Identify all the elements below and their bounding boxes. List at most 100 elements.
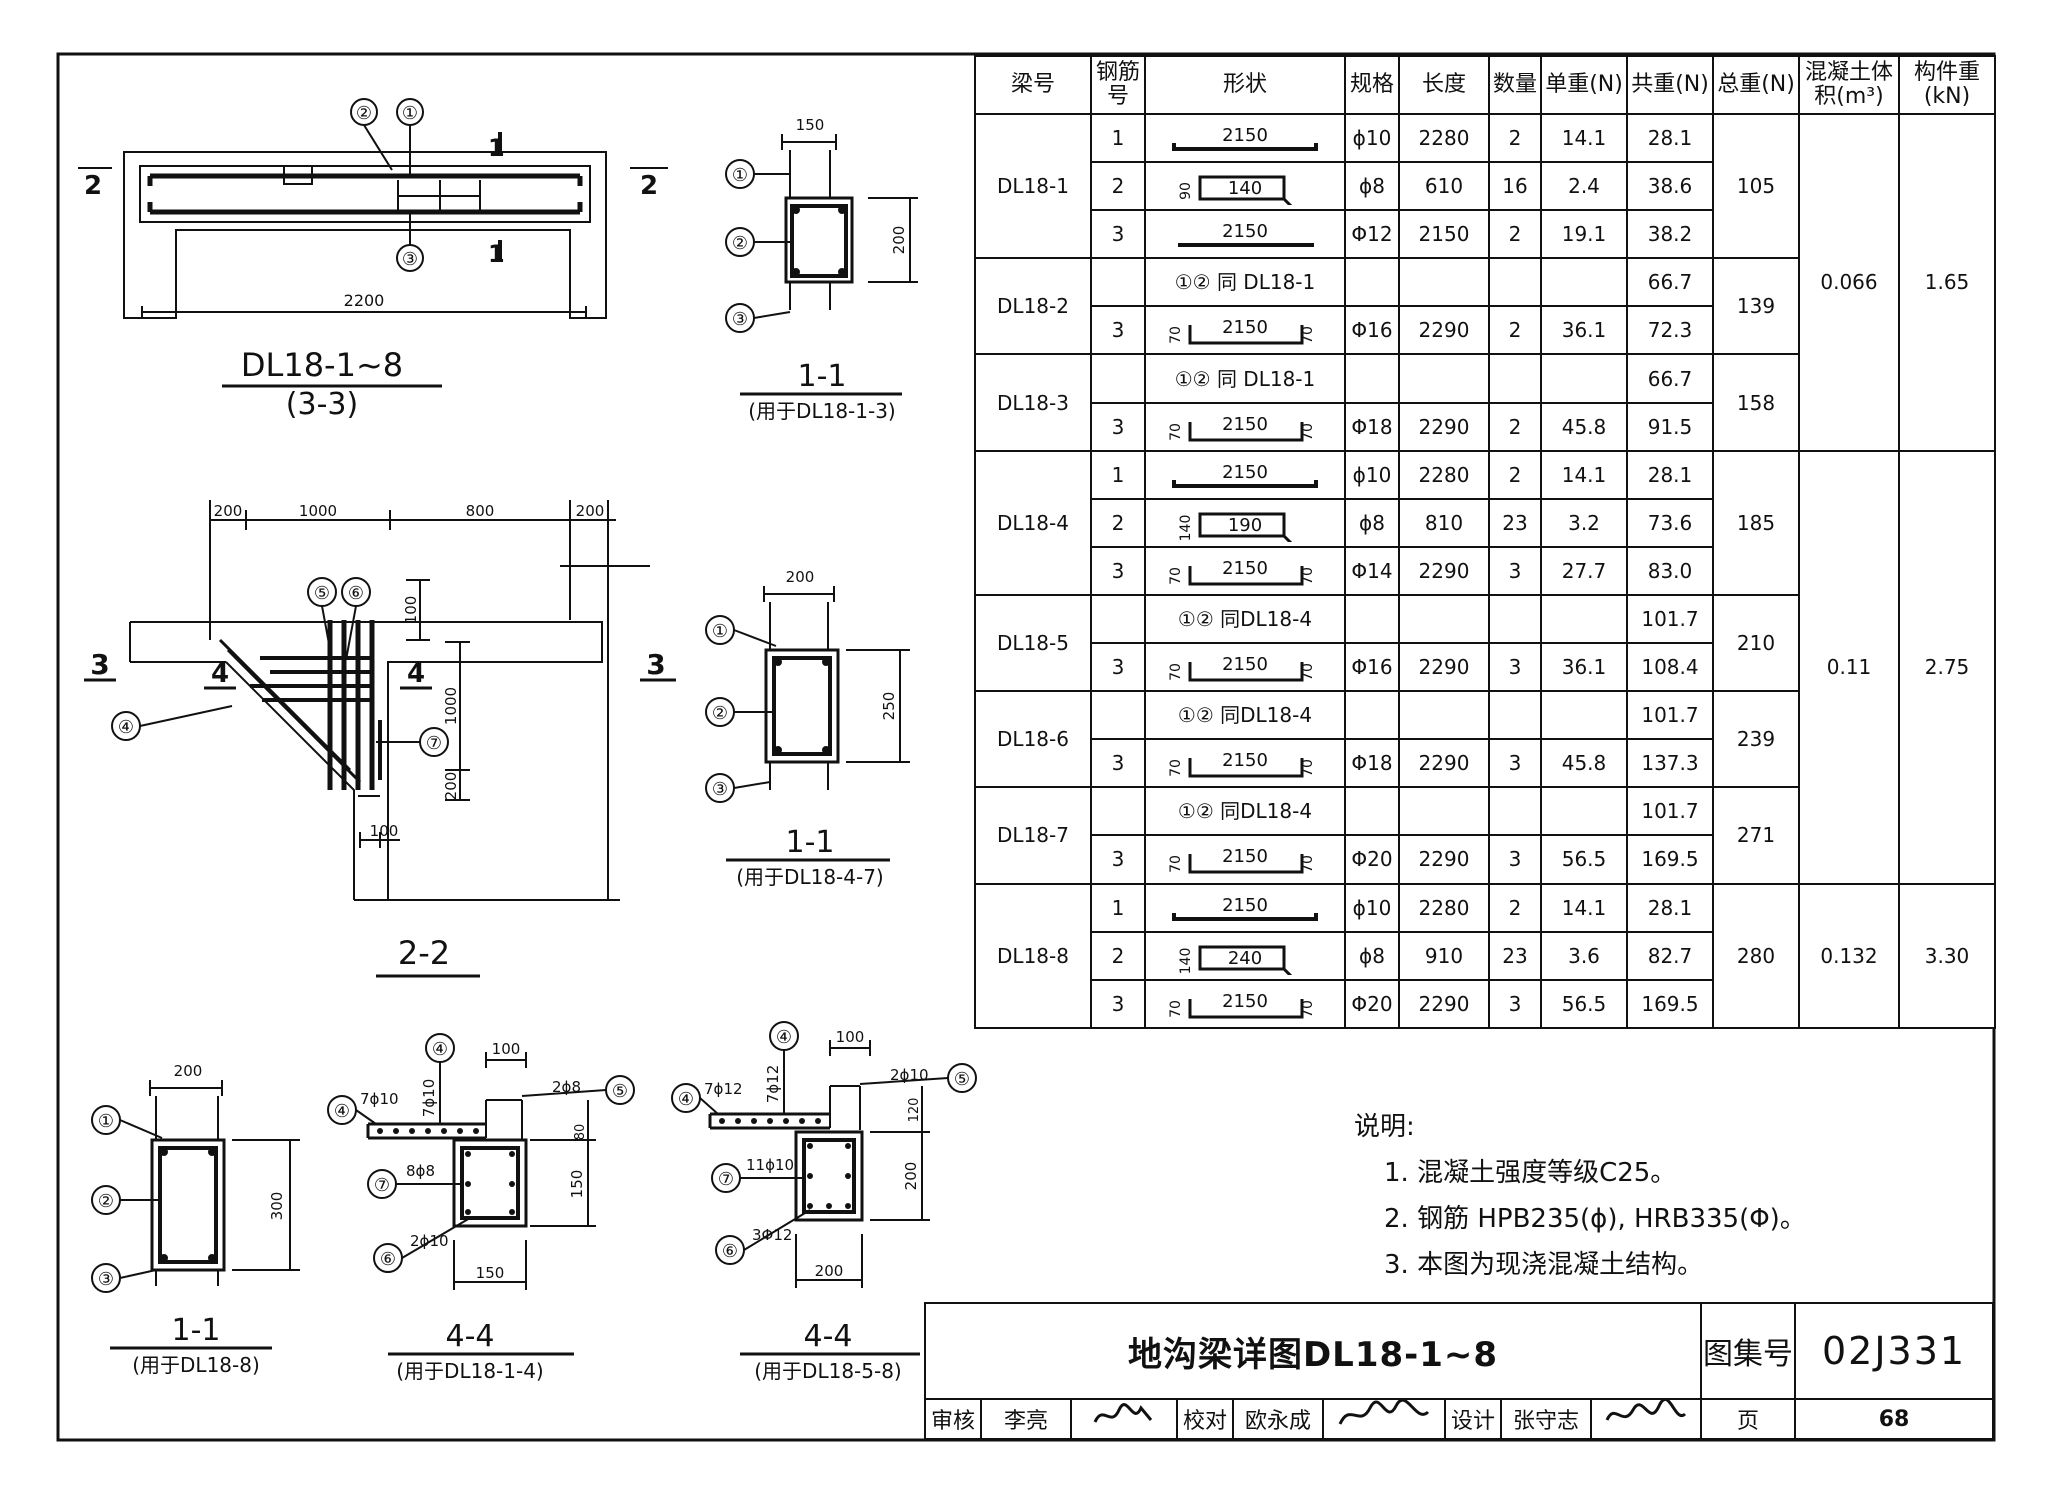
empty-cell	[1488, 353, 1542, 404]
qty-cell: 2	[1488, 305, 1542, 356]
unit-weight-cell: 19.1	[1540, 209, 1628, 260]
bar-no-cell	[1090, 786, 1146, 837]
svg-text:2150: 2150	[1222, 846, 1268, 867]
total-weight-cell: 169.5	[1626, 834, 1714, 885]
empty-cell	[1540, 353, 1628, 404]
total-weight-cell: 91.5	[1626, 401, 1714, 452]
svg-text:200: 200	[214, 502, 243, 520]
header-member-weight: 构件重(kN)	[1898, 55, 1996, 115]
total-weight-cell: 28.1	[1626, 882, 1714, 933]
review-label: 审核	[924, 1398, 982, 1440]
svg-text:8ϕ8: 8ϕ8	[406, 1162, 435, 1180]
section-1-1-a	[725, 134, 918, 333]
same-as-reference: ①② 同 DL18-1	[1144, 353, 1346, 404]
unit-weight-cell: 14.1	[1540, 112, 1628, 164]
spec-cell: Φ20	[1344, 978, 1400, 1030]
svg-text:2ϕ8: 2ϕ8	[552, 1078, 581, 1096]
svg-text:③: ③	[712, 779, 728, 800]
sec-b-subtitle: (用于DL18-4-7)	[736, 865, 883, 889]
svg-text:①: ①	[98, 1111, 114, 1132]
svg-text:2150: 2150	[1222, 558, 1268, 579]
elevation-drawing	[78, 98, 668, 319]
total-weight-cell: 66.7	[1626, 353, 1714, 404]
svg-text:⑦: ⑦	[374, 1175, 390, 1196]
length-cell: 810	[1398, 497, 1490, 548]
sum-weight-cell: 185	[1712, 449, 1800, 596]
sum-weight-cell: 280	[1712, 882, 1800, 1029]
qty-cell: 3	[1488, 545, 1542, 596]
sum-weight-cell: 105	[1712, 112, 1800, 260]
svg-text:190: 190	[1228, 515, 1262, 536]
sec-4-4-b-title: 4-4	[804, 1319, 853, 1354]
bar-no-cell: 2	[1090, 497, 1146, 548]
sec-a-subtitle: (用于DL18-1-3)	[748, 399, 895, 423]
svg-text:200: 200	[442, 772, 460, 801]
unit-weight-cell: 3.6	[1540, 930, 1628, 981]
sum-weight-cell: 271	[1712, 786, 1800, 885]
note-item: 1. 混凝土强度等级C25。	[1384, 1158, 1677, 1188]
total-weight-cell: 137.3	[1626, 738, 1714, 789]
table-header-row: 梁号 钢筋号 形状 规格 长度 数量 单重(N) 共重(N) 总重(N) 混凝土…	[974, 55, 1996, 115]
length-cell: 2290	[1398, 834, 1490, 885]
atlas-number: 02J331	[1794, 1302, 1995, 1400]
svg-text:③: ③	[98, 1269, 114, 1290]
bar-no-cell: 1	[1090, 882, 1146, 933]
svg-text:④: ④	[776, 1027, 792, 1048]
svg-text:140: 140	[1178, 514, 1194, 541]
qty-cell: 2	[1488, 882, 1542, 933]
shape-cell: 2150	[1144, 449, 1346, 500]
bar-shape-icon: 2150	[1172, 895, 1318, 921]
bar-no-cell: 3	[1090, 305, 1146, 356]
page-label: 页	[1700, 1398, 1797, 1440]
bar-no-cell: 3	[1090, 642, 1146, 693]
svg-text:70: 70	[1168, 567, 1184, 585]
svg-text:70: 70	[1300, 663, 1316, 681]
qty-cell: 16	[1488, 161, 1542, 212]
section-mark-2-left: 2	[84, 171, 102, 201]
header-beam: 梁号	[974, 55, 1092, 115]
svg-text:80: 80	[573, 1124, 588, 1141]
bar-no-cell: 3	[1090, 978, 1146, 1030]
bar-no-cell	[1090, 593, 1146, 645]
svg-text:3: 3	[90, 648, 109, 681]
svg-text:2150: 2150	[1222, 125, 1268, 146]
svg-text:3: 3	[646, 648, 665, 681]
sec-a-width: 150	[796, 116, 825, 134]
svg-text:100: 100	[370, 822, 399, 840]
svg-text:70: 70	[1300, 1000, 1316, 1018]
empty-cell	[1398, 257, 1490, 308]
sec-4-4-a-title: 4-4	[446, 1319, 495, 1354]
sec-b-height: 250	[880, 692, 898, 721]
svg-text:⑥: ⑥	[380, 1249, 396, 1270]
drawing-title: 地沟梁详图DL18-1~8	[923, 1302, 1703, 1400]
rebar-schedule-table: 梁号 钢筋号 形状 规格 长度 数量 单重(N) 共重(N) 总重(N) 混凝土…	[974, 55, 1996, 1030]
svg-text:70: 70	[1300, 327, 1316, 345]
spec-cell: ϕ8	[1344, 497, 1400, 548]
same-as-reference: ①② 同DL18-4	[1144, 690, 1346, 741]
svg-text:100: 100	[836, 1028, 865, 1046]
spec-cell: ϕ10	[1344, 112, 1400, 164]
qty-cell: 2	[1488, 401, 1542, 452]
beam-id-cell: DL18-6	[974, 690, 1092, 789]
bar-no-cell	[1090, 353, 1146, 404]
unit-weight-cell: 56.5	[1540, 834, 1628, 885]
svg-text:3Φ12: 3Φ12	[752, 1226, 792, 1244]
svg-text:2150: 2150	[1222, 654, 1268, 675]
svg-text:1000: 1000	[299, 502, 337, 520]
callout-2: ②	[356, 103, 372, 124]
total-weight-cell: 101.7	[1626, 786, 1714, 837]
section-1-1-b	[705, 586, 910, 803]
total-weight-cell: 101.7	[1626, 690, 1714, 741]
section-4-4-a	[327, 1033, 635, 1290]
atlas-label: 图集号	[1700, 1302, 1797, 1400]
